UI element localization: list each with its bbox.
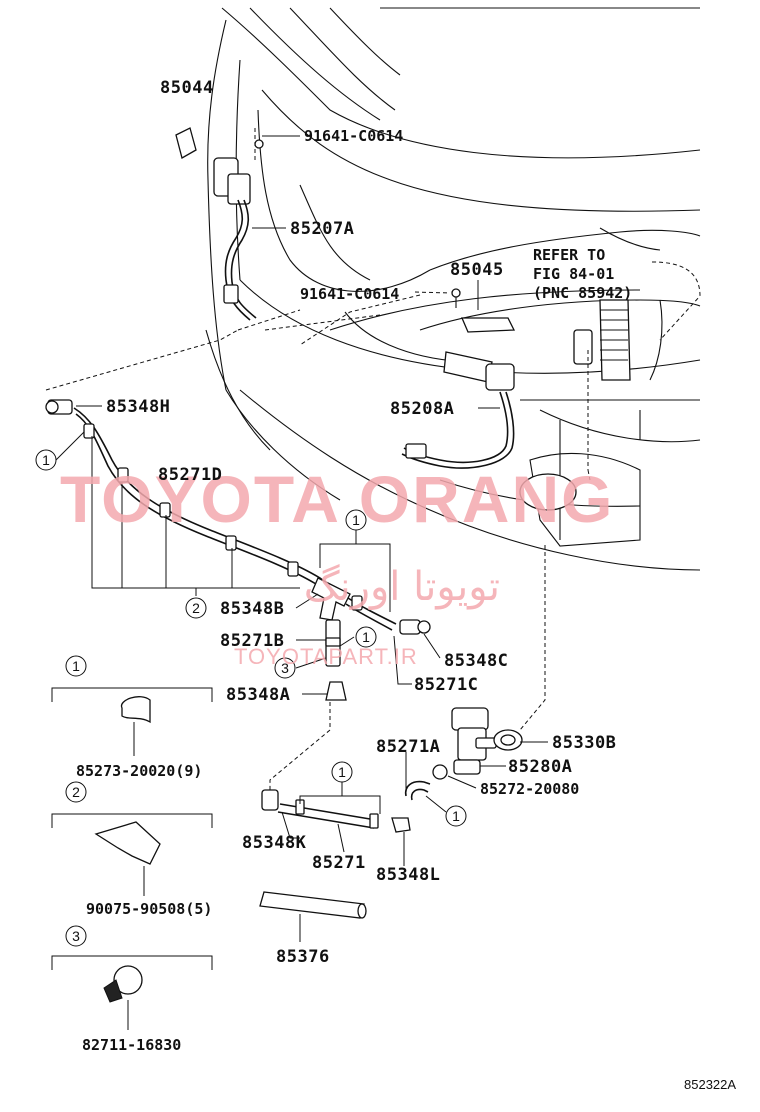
label-85271D: 85271D	[158, 465, 222, 485]
callout-1: 1	[42, 452, 50, 468]
part-85376-sleeve	[259, 891, 365, 919]
legend-item-3	[51, 955, 213, 1030]
label-85348L: 85348L	[376, 865, 440, 885]
legend-callout-1: 1	[72, 658, 80, 674]
label-refer-line1: REFER TO	[533, 246, 605, 264]
part-85208A-nozzle	[443, 351, 493, 383]
callout-1: 1	[362, 629, 370, 645]
label-91641-mid: 91641-C0614	[300, 285, 399, 303]
part-85280A-pump	[451, 707, 489, 731]
label-82711: 82711-16830	[82, 1036, 181, 1054]
label-85272: 85272-20080	[480, 780, 579, 798]
label-refer-line2: FIG 84-01	[533, 265, 614, 283]
leader-lines	[45, 128, 701, 942]
label-85280A: 85280A	[508, 757, 572, 777]
label-85376: 85376	[276, 947, 330, 967]
label-85207A: 85207A	[290, 219, 354, 239]
part-85348L-elbow	[391, 817, 411, 833]
label-85271A: 85271A	[376, 737, 440, 757]
watermark: TOYOTA ORANG تويوتا اورنگ TOYOTAPART.IR	[60, 462, 614, 669]
part-85348C-joint	[399, 619, 421, 635]
label-85348K: 85348K	[242, 833, 307, 853]
label-85045: 85045	[450, 260, 504, 280]
legend-item-2	[51, 813, 213, 896]
label-85271B: 85271B	[220, 631, 284, 651]
callout-2: 2	[192, 600, 200, 616]
legend-callout-2: 2	[72, 784, 80, 800]
part-85348A-joint	[325, 681, 347, 701]
label-85348C: 85348C	[444, 651, 508, 671]
part-85044-cap	[175, 127, 197, 159]
callout-1: 1	[352, 512, 360, 528]
watermark-arabic: تويوتا اورنگ	[304, 564, 500, 610]
label-refer-line3: (PNC 85942)	[533, 284, 632, 302]
part-85045-cap	[461, 317, 516, 333]
label-91641-top: 91641-C0614	[304, 127, 403, 145]
callout-1: 1	[452, 808, 460, 824]
watermark-brand: TOYOTA ORANG	[60, 462, 614, 536]
label-85271: 85271	[312, 853, 366, 873]
callouts: 1 1 2 1 3 1 2 3 1 1	[35, 449, 467, 947]
callout-3: 3	[281, 660, 289, 676]
label-85348H: 85348H	[106, 397, 170, 417]
label-85273: 85273-20020(9)	[76, 762, 202, 780]
label-85044: 85044	[160, 78, 214, 98]
label-85330B: 85330B	[552, 733, 616, 753]
label-90075: 90075-90508(5)	[86, 900, 212, 918]
label-85208A: 85208A	[390, 399, 454, 419]
figure-id: 852322A	[684, 1077, 736, 1092]
part-labels: 85044 91641-C0614 85207A 85045 91641-C06…	[76, 78, 736, 1092]
legend-item-1	[51, 687, 213, 756]
label-85348A: 85348A	[226, 685, 290, 705]
label-85348B: 85348B	[220, 599, 284, 619]
part-drawings	[45, 127, 641, 919]
part-85348K-joint	[261, 789, 279, 811]
legend-callout-3: 3	[72, 928, 80, 944]
watermark-url: TOYOTAPART.IR	[234, 644, 418, 669]
label-85271C: 85271C	[414, 675, 478, 695]
callout-1: 1	[338, 764, 346, 780]
